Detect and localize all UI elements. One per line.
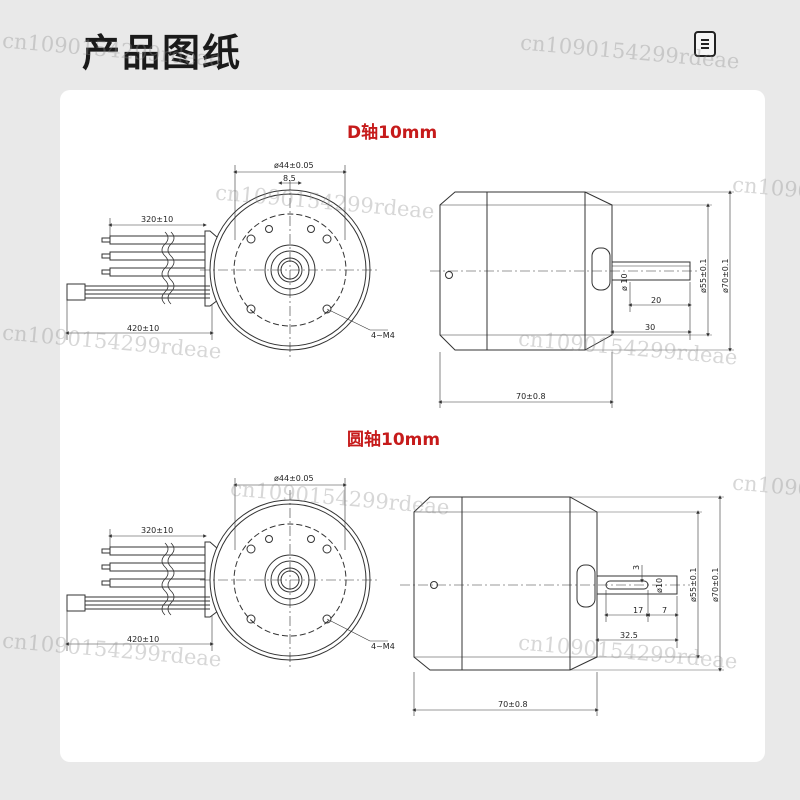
lead-wires — [66, 541, 219, 618]
dim-key-off-2: 7 — [662, 606, 667, 615]
side-view-round-shaft — [400, 495, 724, 716]
dim-body-len-2: 70±0.8 — [498, 700, 528, 709]
dim-lead1-2: 320±10 — [141, 526, 173, 535]
dim-lead2-2: 420±10 — [127, 635, 159, 644]
front-view-d-shaft — [65, 165, 388, 360]
side-view-d-shaft — [430, 190, 734, 408]
section-heading-d-shaft: D轴10mm — [347, 123, 438, 143]
dim-shaft-dia-2: ø10 — [655, 578, 664, 593]
dim-outer-dia-1: ø70±0.1 — [721, 259, 730, 294]
lead-wires — [66, 230, 219, 307]
dim-flange-1: ø44±0.05 — [274, 161, 314, 170]
dim-shaft-len-2: 32.5 — [620, 631, 638, 640]
dim-outer-dia-2: ø70±0.1 — [711, 568, 720, 603]
dim-shaft-dia-1: ø 10 — [620, 273, 629, 291]
document-menu-icon[interactable] — [694, 31, 716, 57]
dim-shaft-len2-1: 30 — [645, 323, 655, 332]
dim-lead2-1: 420±10 — [127, 324, 159, 333]
page-title: 产品图纸 — [82, 31, 243, 75]
dim-holes-2: 4~M4 — [371, 642, 395, 651]
dim-shaft-len1-1: 20 — [651, 296, 661, 305]
dim-key-1: 8.5 — [283, 174, 296, 183]
dim-key-len-2: 17 — [633, 606, 643, 615]
dim-lead1-1: 320±10 — [141, 215, 173, 224]
dim-inner-dia-2: ø55±0.1 — [689, 568, 698, 603]
dim-holes-1: 4~M4 — [371, 331, 395, 340]
dim-flange-2: ø44±0.05 — [274, 474, 314, 483]
front-view-round-shaft — [65, 478, 388, 670]
dim-key-w-2: 3 — [632, 565, 641, 570]
dim-inner-dia-1: ø55±0.1 — [699, 259, 708, 294]
section-heading-round-shaft: 圆轴10mm — [347, 430, 441, 450]
dim-body-len-1: 70±0.8 — [516, 392, 546, 401]
drawing-card — [60, 90, 765, 762]
